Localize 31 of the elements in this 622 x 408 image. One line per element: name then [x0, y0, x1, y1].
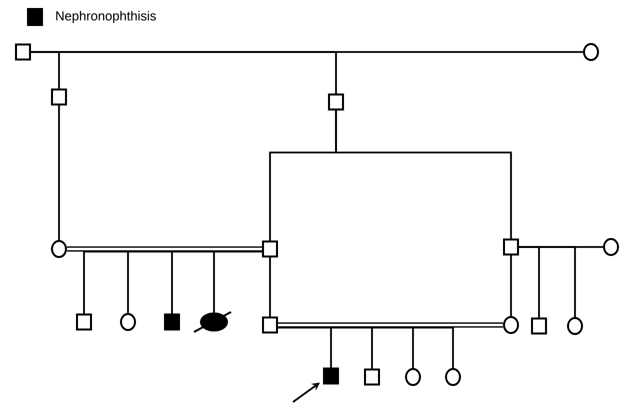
affected-square-symbol: [164, 314, 180, 330]
deceased-affected-circle-symbol: [194, 311, 232, 333]
square-symbol: [262, 240, 278, 258]
circle-symbol: [567, 317, 583, 335]
square-symbol: [503, 238, 519, 256]
square-symbol: [76, 314, 92, 330]
circle-symbol: [405, 368, 421, 386]
descent-line: [269, 258, 271, 316]
circle-symbol: [503, 316, 519, 334]
marriage-line: [67, 246, 262, 252]
descent-line: [510, 256, 512, 316]
descent-line: [278, 326, 454, 368]
circle-symbol: [445, 368, 461, 386]
marriage-line: [278, 322, 503, 328]
circle-symbol: [51, 240, 67, 258]
descent-line: [213, 250, 262, 312]
descent-line: [519, 246, 576, 317]
legend-text: Nephronophthisis: [56, 10, 156, 24]
circle-symbol: [603, 238, 619, 256]
square-symbol: [531, 318, 547, 334]
square-symbol: [328, 94, 344, 110]
circle-symbol: [120, 313, 136, 331]
descent-line: [31, 51, 337, 94]
square-symbol: [51, 88, 67, 106]
square-symbol: [15, 44, 31, 60]
descent-line: [335, 110, 512, 238]
square-symbol: [262, 316, 278, 334]
square-symbol: [364, 368, 380, 386]
circle-symbol: [583, 43, 599, 61]
descent-line: [58, 106, 60, 240]
affected-square-symbol: [323, 368, 339, 384]
